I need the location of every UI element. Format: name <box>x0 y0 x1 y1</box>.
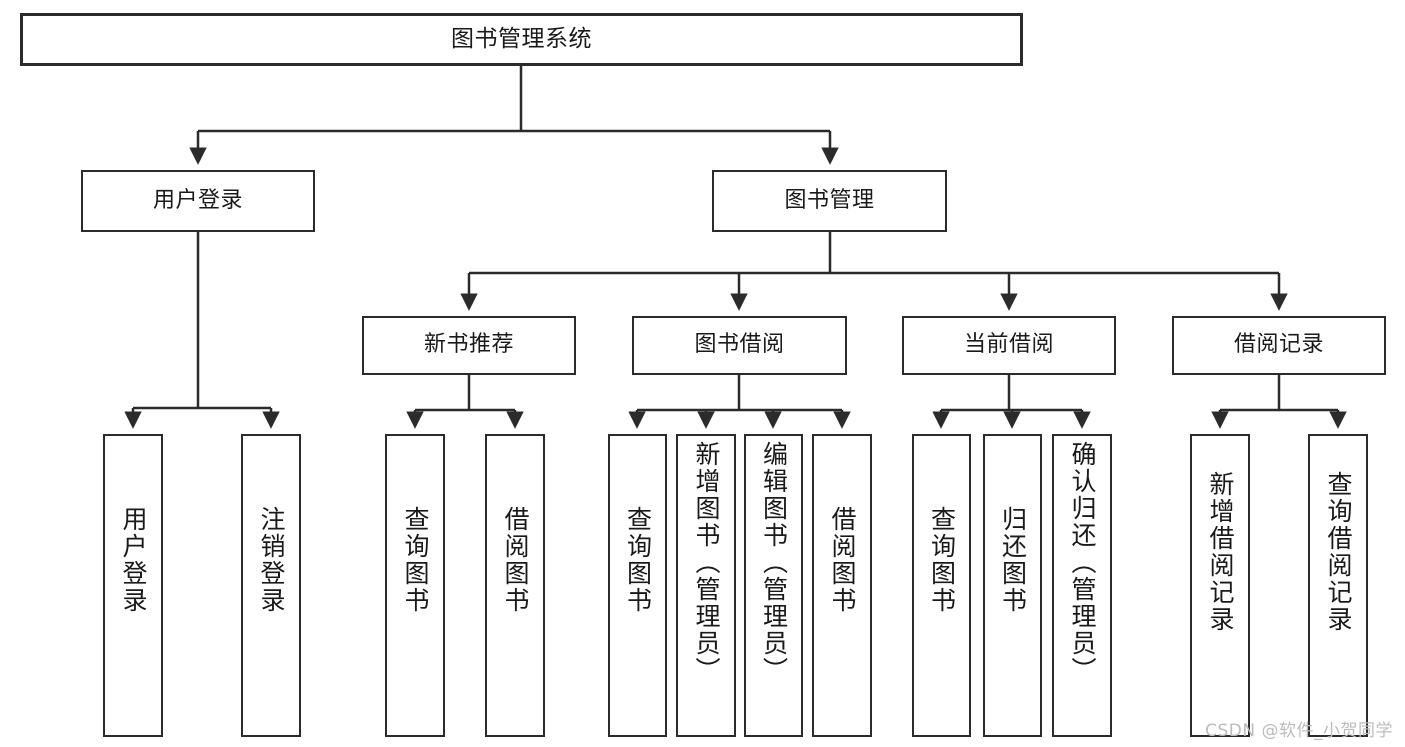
leaf-logout-login-label: 注销登录 <box>257 506 286 614</box>
leaf-query-borrow-record[interactable]: 查询借阅记录 <box>1308 434 1368 737</box>
node-new-book-recommend-label: 新书推荐 <box>423 332 514 358</box>
node-book-borrow-label: 图书借阅 <box>694 332 785 358</box>
node-root-label: 图书管理系统 <box>451 25 592 52</box>
leaf-confirm-return-admin[interactable]: 确认归还（管理员） <box>1052 434 1112 737</box>
leaf-query-borrow-record-label: 查询借阅记录 <box>1324 471 1353 633</box>
leaf-query-book-b[interactable]: 查询图书 <box>608 434 667 737</box>
leaf-user-login-label: 用户登录 <box>119 506 148 614</box>
leaf-edit-book-admin[interactable]: 编辑图书（管理员） <box>744 434 803 737</box>
node-current-borrow[interactable]: 当前借阅 <box>902 316 1116 375</box>
leaf-add-borrow-record[interactable]: 新增借阅记录 <box>1190 434 1250 737</box>
leaf-query-book-b-label: 查询图书 <box>623 506 653 614</box>
leaf-return-book-label: 归还图书 <box>998 506 1028 614</box>
leaf-borrow-book-a-label: 借阅图书 <box>501 506 530 614</box>
leaf-borrow-book-a[interactable]: 借阅图书 <box>485 434 545 737</box>
node-borrow-record[interactable]: 借阅记录 <box>1172 316 1386 375</box>
leaf-query-book-c[interactable]: 查询图书 <box>912 434 971 737</box>
node-user-login[interactable]: 用户登录 <box>81 170 315 232</box>
leaf-edit-book-admin-label: 编辑图书（管理员） <box>759 441 789 684</box>
leaf-borrow-book-b-label: 借阅图书 <box>828 506 857 614</box>
leaf-borrow-book-b[interactable]: 借阅图书 <box>812 434 872 737</box>
leaf-user-login[interactable]: 用户登录 <box>103 434 163 737</box>
leaf-return-book[interactable]: 归还图书 <box>983 434 1042 737</box>
leaf-confirm-return-admin-label: 确认归还（管理员） <box>1068 441 1097 684</box>
watermark: CSDN @软件_小贺同学 <box>1205 721 1393 741</box>
leaf-logout-login[interactable]: 注销登录 <box>241 434 301 737</box>
node-book-manage-label: 图书管理 <box>784 187 875 213</box>
leaf-add-borrow-record-label: 新增借阅记录 <box>1206 471 1235 633</box>
leaf-query-book-a-label: 查询图书 <box>401 506 430 614</box>
leaf-add-book-admin[interactable]: 新增图书（管理员） <box>676 434 736 737</box>
leaf-add-book-admin-label: 新增图书（管理员） <box>692 441 721 684</box>
leaf-query-book-a[interactable]: 查询图书 <box>385 434 445 737</box>
leaf-query-book-c-label: 查询图书 <box>927 506 957 614</box>
node-book-borrow[interactable]: 图书借阅 <box>632 316 847 375</box>
node-new-book-recommend[interactable]: 新书推荐 <box>362 316 576 375</box>
node-borrow-record-label: 借阅记录 <box>1233 332 1324 358</box>
node-book-manage[interactable]: 图书管理 <box>712 170 947 232</box>
node-current-borrow-label: 当前借阅 <box>963 332 1054 358</box>
node-root[interactable]: 图书管理系统 <box>20 13 1023 66</box>
node-user-login-label: 用户登录 <box>152 187 243 213</box>
